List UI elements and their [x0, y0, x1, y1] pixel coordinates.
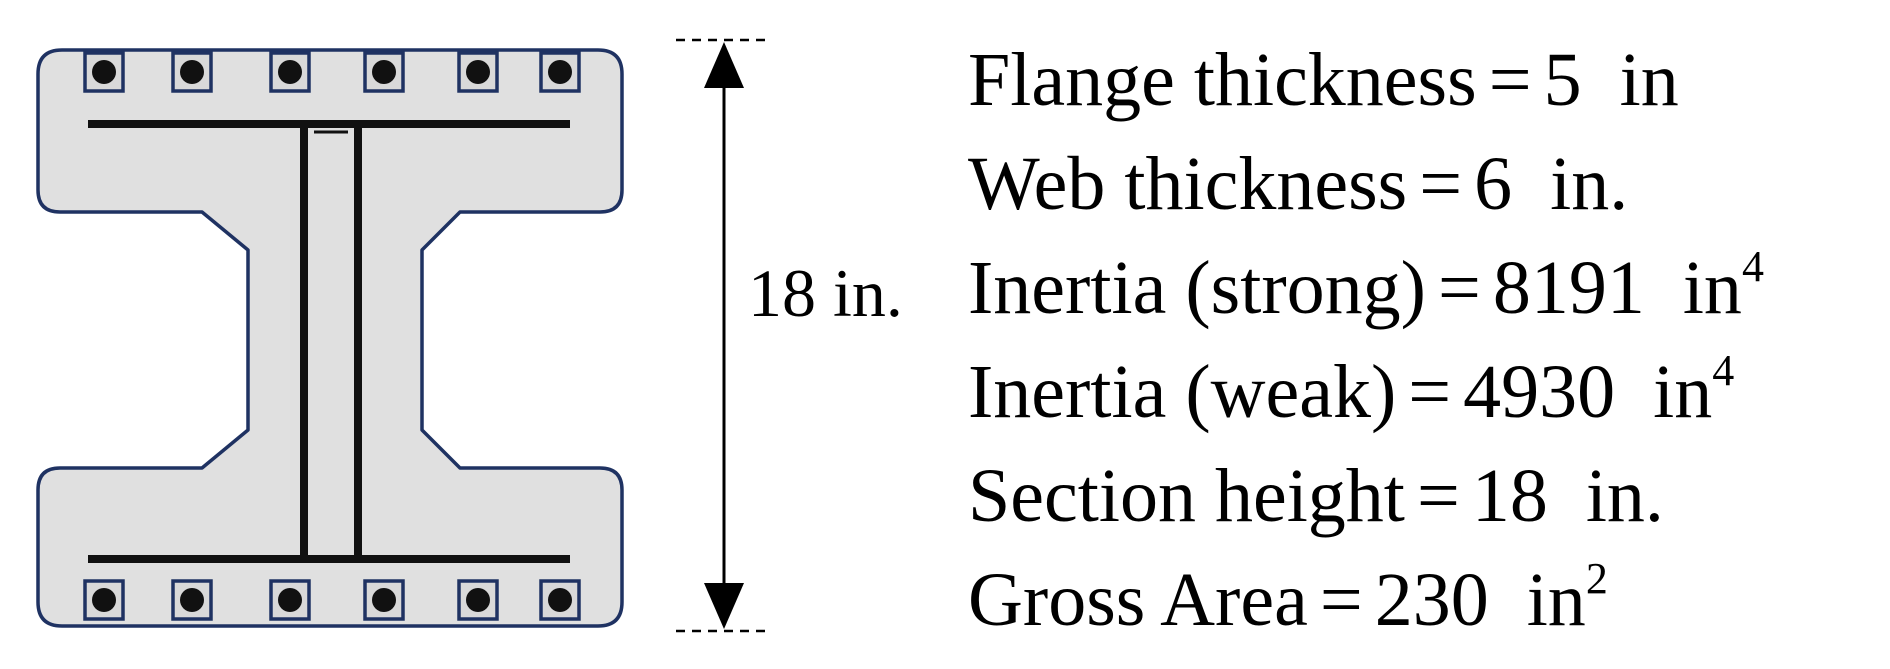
- property-unit: in: [1653, 350, 1713, 434]
- rebar-dot: [92, 588, 116, 612]
- equals-sign: =: [1416, 454, 1460, 538]
- concrete-section-outline: [36, 48, 624, 628]
- property-unit: in.: [1550, 142, 1629, 226]
- property-label: Gross Area: [968, 558, 1308, 642]
- property-row: Web thickness=6 in.: [968, 132, 1764, 236]
- equals-sign: =: [1408, 350, 1452, 434]
- property-label: Web thickness: [968, 142, 1408, 226]
- unit-exponent: 2: [1585, 553, 1608, 603]
- rebar-dot: [180, 60, 204, 84]
- bottom-rebar-row: [83, 579, 581, 621]
- dimension-label: 18 in.: [748, 255, 903, 331]
- rebar-dot: [372, 60, 396, 84]
- property-value: 4930: [1463, 350, 1616, 434]
- property-unit: in.: [1585, 454, 1664, 538]
- rebar-dot: [278, 60, 302, 84]
- equals-sign: =: [1419, 142, 1463, 226]
- property-row: Inertia (strong)=8191 in4: [968, 236, 1764, 340]
- rebar-dot: [92, 60, 116, 84]
- rebar-dot: [372, 588, 396, 612]
- equals-sign: =: [1319, 558, 1363, 642]
- property-row: Section height=18 in.: [968, 444, 1764, 548]
- property-value: 6: [1474, 142, 1513, 226]
- dimension-arrow-up: [704, 42, 744, 88]
- property-unit: in: [1682, 246, 1742, 330]
- property-unit: in: [1619, 38, 1679, 122]
- property-value: 230: [1374, 558, 1489, 642]
- property-label: Flange thickness: [968, 38, 1477, 122]
- property-row: Flange thickness=5 in: [968, 28, 1764, 132]
- unit-exponent: 4: [1741, 241, 1764, 291]
- property-row: Inertia (weak)=4930 in4: [968, 340, 1764, 444]
- property-label: Section height: [968, 454, 1405, 538]
- property-label: Inertia (strong): [968, 246, 1426, 330]
- rebar-dot: [466, 60, 490, 84]
- rebar-dot: [278, 588, 302, 612]
- rebar-dot: [180, 588, 204, 612]
- property-row: Gross Area=230 in2: [968, 548, 1764, 652]
- top-rebar-row: [83, 51, 581, 93]
- dimension-arrow-down: [704, 583, 744, 629]
- unit-exponent: 4: [1712, 345, 1735, 395]
- equals-sign: =: [1437, 246, 1481, 330]
- property-label: Inertia (weak): [968, 350, 1397, 434]
- rebar-dot: [466, 588, 490, 612]
- property-value: 5: [1543, 38, 1582, 122]
- property-unit: in: [1526, 558, 1586, 642]
- rebar-dot: [548, 60, 572, 84]
- rebar-dot: [548, 588, 572, 612]
- equals-sign: =: [1488, 38, 1532, 122]
- property-value: 8191: [1492, 246, 1645, 330]
- property-value: 18: [1471, 454, 1548, 538]
